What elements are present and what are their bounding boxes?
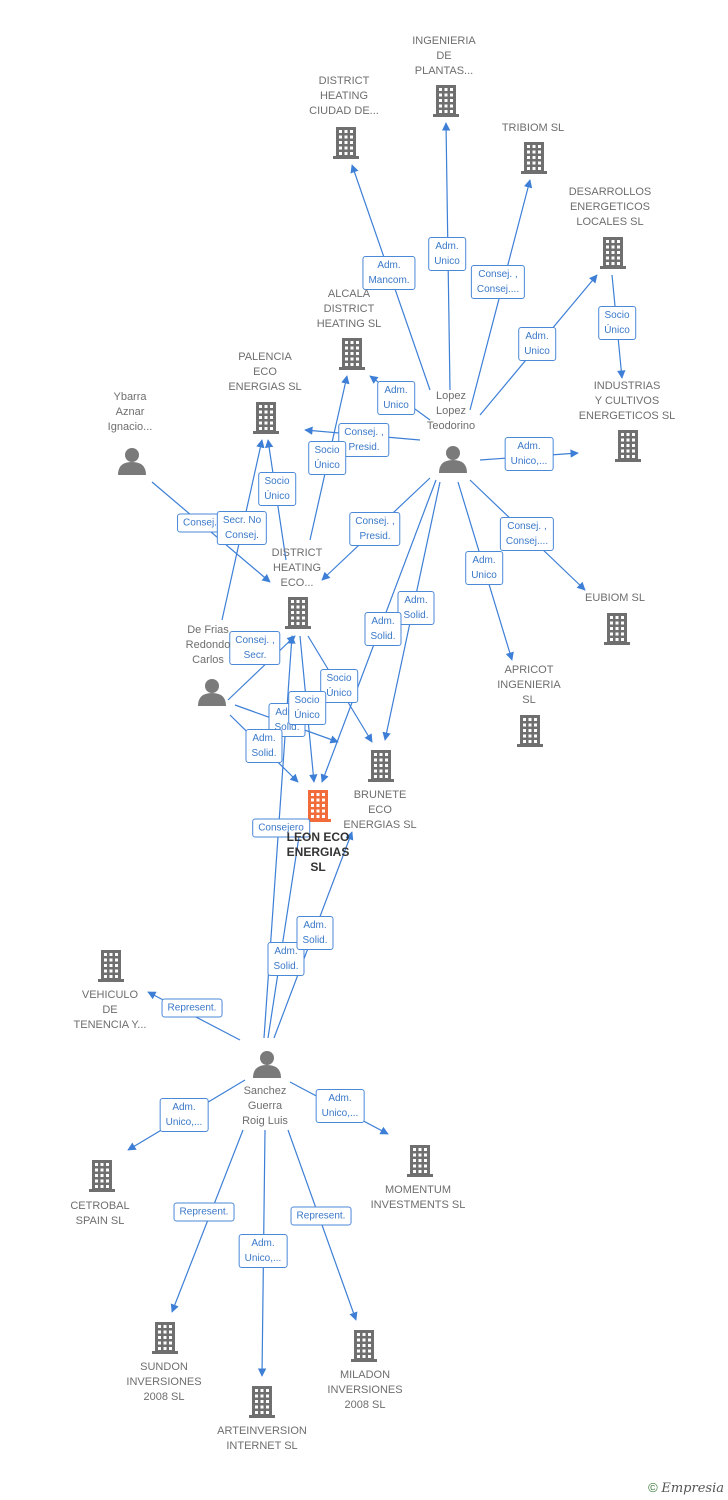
miladon-building-icon[interactable] xyxy=(351,1330,377,1362)
ingenieria_plantas-building-icon[interactable] xyxy=(433,85,459,117)
desarrollos-building-icon[interactable] xyxy=(600,237,626,269)
ybarra-person-icon[interactable] xyxy=(118,448,146,475)
footer: © Empresia xyxy=(648,1480,724,1496)
edge-label-adm_solid_defrias2[interactable]: Adm. Solid. xyxy=(245,729,283,763)
brunete-building-icon[interactable] xyxy=(368,750,394,782)
icons-layer xyxy=(89,85,641,1418)
node-label-ingenieria_plantas[interactable]: INGENIERIA DE PLANTAS... xyxy=(412,35,476,77)
edge-label-adm_unico_alcala[interactable]: Adm. Unico xyxy=(377,381,415,415)
edge-label-socio_unico_palencia[interactable]: Socio Único xyxy=(258,472,296,506)
edge-label-adm_unico_momentum[interactable]: Adm. Unico,... xyxy=(315,1089,365,1123)
edge-label-adm_unico_arteinversion[interactable]: Adm. Unico,... xyxy=(238,1234,288,1268)
edge-label-adm_solid_brunete2[interactable]: Adm. Solid. xyxy=(364,612,402,646)
node-label-desarrollos[interactable]: DESARROLLOS ENERGETICOS LOCALES SL xyxy=(568,186,652,228)
edge-sanchez-to-focus xyxy=(267,829,304,1039)
eubiom-building-icon[interactable] xyxy=(604,613,630,645)
copyright-symbol: © xyxy=(648,1480,658,1495)
node-label-brunete[interactable]: BRUNETE ECO ENERGIAS SL xyxy=(343,789,417,831)
node-label-ybarra[interactable]: Ybarra Aznar Ignacio... xyxy=(107,391,153,433)
sundon-building-icon[interactable] xyxy=(152,1322,178,1354)
arteinversion-building-icon[interactable] xyxy=(249,1386,275,1418)
node-label-cetrobal[interactable]: CETROBAL SPAIN SL xyxy=(70,1200,130,1227)
node-label-defrias[interactable]: De Frias Redondo Carlos xyxy=(185,624,231,666)
node-label-vehiculo[interactable]: VEHICULO DE TENENCIA Y... xyxy=(73,989,147,1031)
edge-label-consej_tribiom[interactable]: Consej. , Consej.... xyxy=(470,265,526,299)
edge-label-adm_unico_cetrobal[interactable]: Adm. Unico,... xyxy=(159,1098,209,1132)
edge-label-consej_secr[interactable]: Consej. , Secr. xyxy=(229,631,281,665)
edge-label-consej_presid_district[interactable]: Consej. , Presid. xyxy=(349,512,401,546)
node-label-industrias[interactable]: INDUSTRIAS Y CULTIVOS ENERGETICOS SL xyxy=(578,380,676,422)
edge-label-consej_eubiom[interactable]: Consej. , Consej.... xyxy=(499,517,555,551)
edge-label-adm_unico_apricot[interactable]: Adm. Unico xyxy=(465,551,503,585)
edge-label-adm_solid_sanchez2[interactable]: Adm. Solid. xyxy=(296,916,334,950)
industrias-building-icon[interactable] xyxy=(615,430,641,462)
edge-label-socio_unico_industrias[interactable]: Socio Único xyxy=(598,306,636,340)
node-label-sanchez[interactable]: Sanchez Guerra Roig Luis xyxy=(242,1085,288,1127)
edge-label-adm_mancom[interactable]: Adm. Mancom. xyxy=(362,256,416,290)
edge-label-consej_presid_palencia[interactable]: Consej. , Presid. xyxy=(338,423,390,457)
edge-label-represent_miladon[interactable]: Represent. xyxy=(290,1206,352,1226)
brand-logo[interactable]: Empresia xyxy=(661,1481,724,1496)
node-label-district_ciudad[interactable]: DISTRICT HEATING CIUDAD DE... xyxy=(309,75,379,117)
edge-label-represent_vehiculo[interactable]: Represent. xyxy=(161,998,223,1018)
node-label-eubiom[interactable]: EUBIOM SL xyxy=(585,592,645,604)
node-label-focus[interactable]: LEON ECO ENERGIAS SL xyxy=(286,830,350,874)
node-label-district_eco[interactable]: DISTRICT HEATING ECO... xyxy=(271,547,323,589)
node-label-arteinversion[interactable]: ARTEINVERSION INTERNET SL xyxy=(217,1425,307,1452)
node-label-apricot[interactable]: APRICOT INGENIERIA SL xyxy=(497,664,561,706)
cetrobal-building-icon[interactable] xyxy=(89,1160,115,1192)
edge-label-adm_unico_desarrollos[interactable]: Adm. Unico xyxy=(518,327,556,361)
node-label-alcala[interactable]: ALCALA DISTRICT HEATING SL xyxy=(316,288,382,330)
district_ciudad-building-icon[interactable] xyxy=(333,127,359,159)
apricot-building-icon[interactable] xyxy=(517,715,543,747)
momentum-building-icon[interactable] xyxy=(407,1145,433,1177)
edge-label-secr_no_consej[interactable]: Secr. No Consej. xyxy=(216,511,268,545)
lopez-person-icon[interactable] xyxy=(439,446,467,473)
node-label-miladon[interactable]: MILADON INVERSIONES 2008 SL xyxy=(327,1369,403,1411)
edge-label-represent_sundon[interactable]: Represent. xyxy=(173,1202,235,1222)
edge-label-adm_unico_industrias[interactable]: Adm. Unico,... xyxy=(504,437,554,471)
edge-label-socio_unico_focus[interactable]: Socio Único xyxy=(288,691,326,725)
node-label-palencia[interactable]: PALENCIA ECO ENERGIAS SL xyxy=(228,351,302,393)
edge-label-socio_unico_alcala[interactable]: Socio Único xyxy=(308,441,346,475)
focus-building-icon[interactable] xyxy=(305,790,331,822)
sanchez-person-icon[interactable] xyxy=(253,1051,281,1078)
district_eco-building-icon[interactable] xyxy=(285,597,311,629)
edge-label-adm_solid_brunete1[interactable]: Adm. Solid. xyxy=(397,591,435,625)
node-label-lopez[interactable]: Lopez Lopez Teodorino xyxy=(426,390,476,432)
palencia-building-icon[interactable] xyxy=(253,402,279,434)
vehiculo-building-icon[interactable] xyxy=(98,950,124,982)
node-label-tribiom[interactable]: TRIBIOM SL xyxy=(501,122,565,134)
edge-label-consejero[interactable]: Consejero xyxy=(252,818,310,838)
edge-defrias-to-district_eco xyxy=(227,635,296,701)
edge-label-adm_unico_ingenieria[interactable]: Adm. Unico xyxy=(428,237,466,271)
tribiom-building-icon[interactable] xyxy=(521,142,547,174)
node-label-sundon[interactable]: SUNDON INVERSIONES 2008 SL xyxy=(126,1361,202,1403)
defrias-person-icon[interactable] xyxy=(198,679,226,706)
edge-label-socio_unico_brunete[interactable]: Socio Único xyxy=(320,669,358,703)
alcala-building-icon[interactable] xyxy=(339,338,365,370)
node-label-momentum[interactable]: MOMENTUM INVESTMENTS SL xyxy=(370,1184,466,1211)
